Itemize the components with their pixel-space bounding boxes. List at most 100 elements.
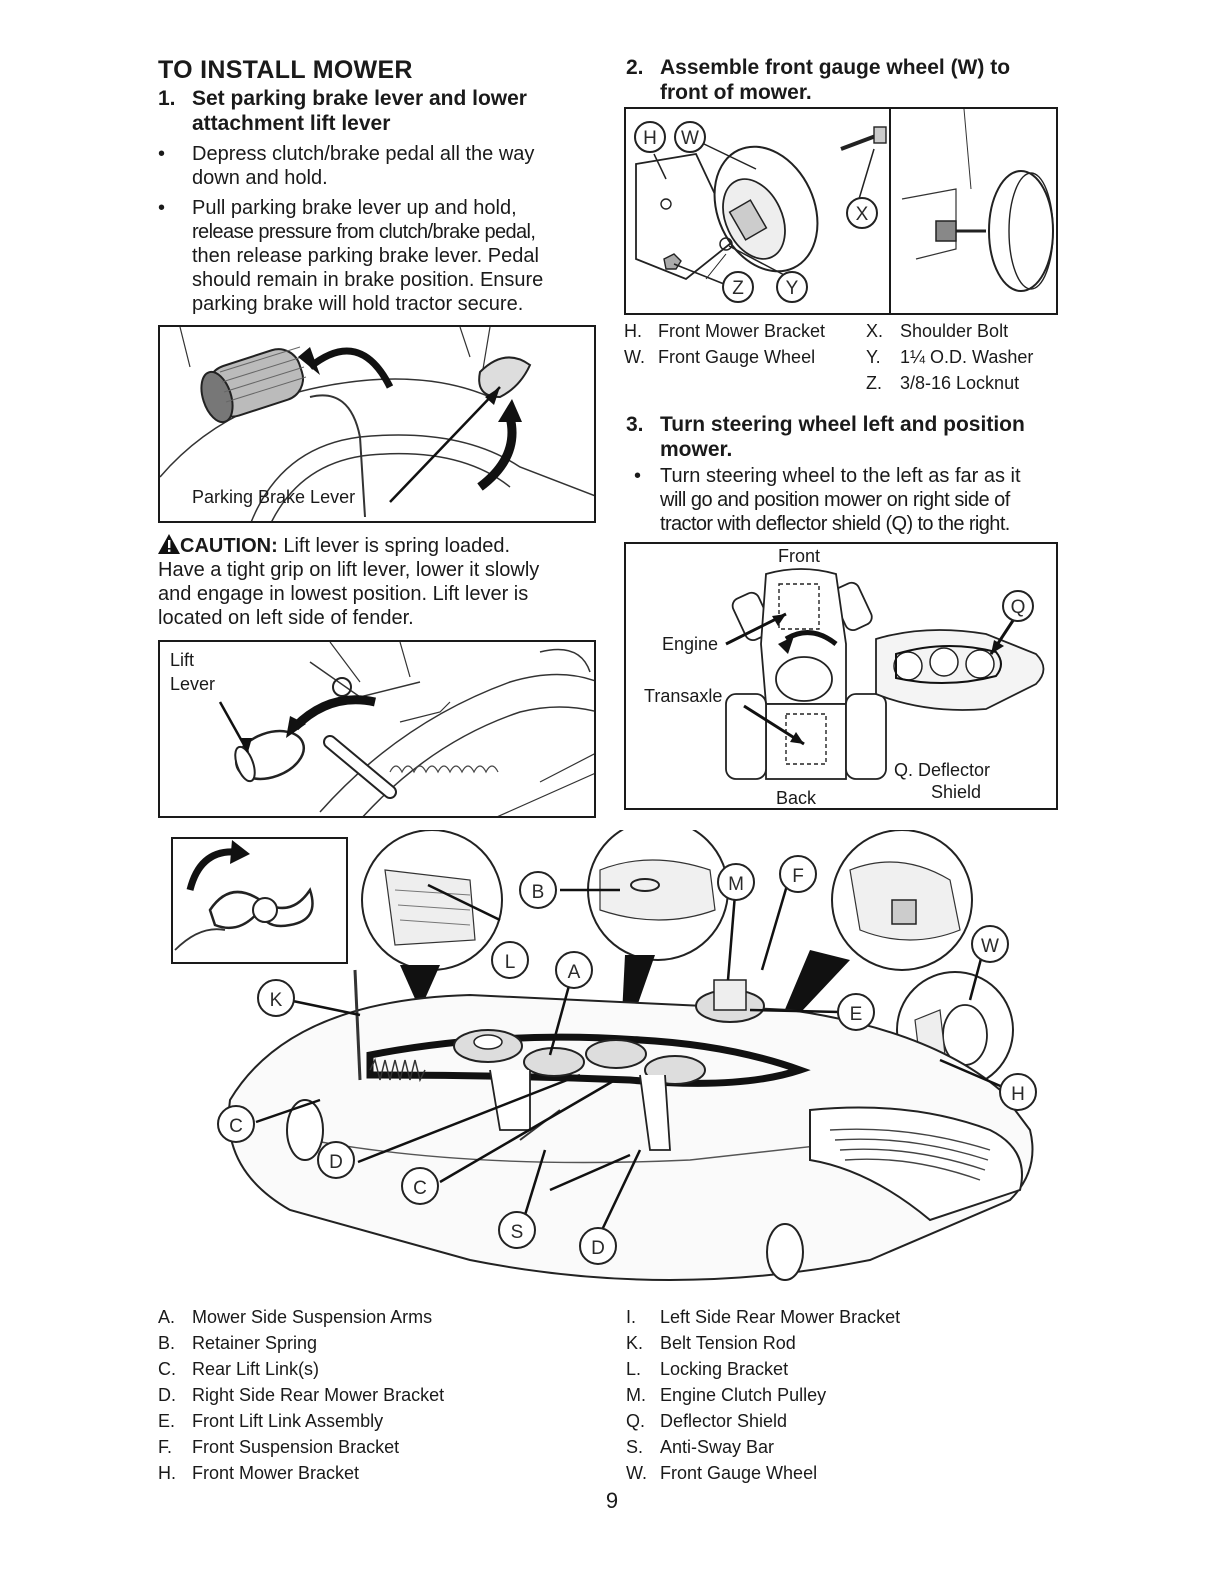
- legend-key: Z.: [866, 373, 882, 393]
- legend-value: Front Gauge Wheel: [658, 347, 816, 367]
- callout-k: K: [257, 979, 295, 1017]
- deflector-label: Q. Deflector: [894, 760, 991, 780]
- legend-row: W. Front Gauge Wheel: [626, 1460, 1066, 1486]
- legend-value: Front Suspension Bracket: [192, 1437, 400, 1457]
- retainer-spring-icon: [174, 840, 314, 951]
- legend-value: Front Gauge Wheel: [660, 1463, 818, 1483]
- svg-text:W: W: [681, 128, 699, 149]
- bullet-dot: •: [158, 197, 166, 219]
- legend-key: Y.: [866, 347, 881, 367]
- callout-b: B: [519, 871, 557, 909]
- legend-key: H.: [624, 321, 642, 341]
- parking-brake-figure: Parking Brake Lever: [158, 325, 596, 523]
- legend-value: 1¼ O.D. Washer: [900, 347, 1034, 367]
- parts-legend-left: A.Mower Side Suspension Arms B.Retainer …: [158, 1304, 598, 1486]
- legend-row: K.Belt Tension Rod: [626, 1330, 1066, 1356]
- legend-key: I.: [626, 1307, 637, 1327]
- callout-m: M: [717, 863, 755, 901]
- svg-text:F: F: [792, 866, 804, 887]
- step-2-line-1: Assemble front gauge wheel (W) to: [660, 56, 1011, 79]
- legend-key: L.: [626, 1359, 642, 1379]
- legend-row: H. Front Mower Bracket X. Shoulder Bolt: [624, 318, 1064, 344]
- lift-lever-knob-icon: [234, 729, 305, 783]
- callout-w: W: [971, 925, 1009, 963]
- caution-line: Have a tight grip on lift lever, lower i…: [158, 559, 540, 581]
- page-number: 9: [605, 1488, 619, 1513]
- legend-row: L.Locking Bracket: [626, 1356, 1066, 1382]
- step-number: 2.: [626, 56, 644, 79]
- callout-f: F: [779, 855, 817, 893]
- callout-z: Z: [722, 271, 754, 303]
- callout-q: Q: [1002, 590, 1034, 622]
- callout-x: X: [846, 197, 878, 229]
- svg-text:Y: Y: [786, 278, 799, 299]
- engine-label: Engine: [662, 634, 719, 654]
- callout-d: D: [317, 1141, 355, 1179]
- warning-icon: [158, 534, 180, 554]
- legend-row: B. Retainer Spring: [158, 1330, 598, 1356]
- bullet-pull-brake: • Pull parking brake lever up and hold, …: [158, 196, 598, 316]
- bullet-turn-wheel: • Turn steering wheel to the left as far…: [634, 464, 1064, 536]
- legend-row: M.Engine Clutch Pulley: [626, 1382, 1066, 1408]
- svg-text:A: A: [568, 962, 581, 983]
- legend-row: W. Front Gauge Wheel Y. 1¼ O.D. Washer: [624, 344, 1064, 370]
- svg-text:C: C: [229, 1116, 243, 1137]
- caution-line: and engage in lowest position. Lift leve…: [158, 583, 529, 605]
- legend-row: C.Rear Lift Link(s): [158, 1356, 598, 1382]
- lift-label: Lift: [170, 650, 195, 670]
- svg-text:Z: Z: [732, 278, 744, 299]
- parts-legend-right: I.Left Side Rear Mower Bracket K.Belt Te…: [626, 1304, 1066, 1486]
- svg-text:W: W: [981, 936, 999, 957]
- legend-key: B.: [158, 1333, 176, 1353]
- bullet-dot: •: [158, 143, 166, 165]
- section-title: TO INSTALL MOWER: [158, 56, 413, 84]
- lift-lever-illustration: [218, 642, 594, 816]
- legend-key: W.: [626, 1463, 647, 1483]
- svg-text:S: S: [511, 1222, 524, 1243]
- callout-c: C: [217, 1105, 255, 1143]
- step-2-line-2: front of mower.: [660, 81, 812, 104]
- legend-key: C.: [158, 1359, 176, 1379]
- step-1-line-2: attachment lift lever: [192, 112, 391, 135]
- callout-s: S: [498, 1211, 536, 1249]
- svg-text:B: B: [532, 882, 545, 903]
- legend-value: Belt Tension Rod: [660, 1333, 796, 1353]
- step-1-line-1: Set parking brake lever and lower: [192, 87, 527, 110]
- legend-key: D.: [158, 1385, 176, 1405]
- lever-label: Lever: [170, 674, 216, 694]
- legend-row: Q.Deflector Shield: [626, 1408, 1066, 1434]
- slot-teeth: [389, 765, 499, 774]
- transaxle-label: Transaxle: [644, 686, 723, 706]
- callout-y: Y: [776, 271, 808, 303]
- legend-value: Front Mower Bracket: [192, 1463, 360, 1483]
- legend-key: X.: [866, 321, 884, 341]
- bullet-depress-pedal: • Depress clutch/brake pedal all the way…: [158, 142, 598, 190]
- mower-deck-illustration: B M F L A W K E H C D C S D: [171, 819, 1037, 1281]
- step-3-line-2: mower.: [660, 438, 733, 461]
- bullet-line: should remain in brake position. Ensure: [192, 269, 544, 291]
- callout-d-2: D: [579, 1227, 617, 1265]
- step-number: 3.: [626, 413, 644, 436]
- legend-value: Deflector Shield: [660, 1411, 788, 1431]
- legend-key: F.: [158, 1437, 173, 1457]
- legend-value: Mower Side Suspension Arms: [192, 1307, 433, 1327]
- legend-key: E.: [158, 1411, 176, 1431]
- legend-value: Retainer Spring: [192, 1333, 318, 1353]
- legend-value: Front Lift Link Assembly: [192, 1411, 384, 1431]
- callout-w: W: [674, 121, 706, 153]
- callout-a: A: [555, 951, 593, 989]
- legend-key: W.: [624, 347, 645, 367]
- step-number: 1.: [158, 87, 176, 110]
- legend-value: Engine Clutch Pulley: [660, 1385, 827, 1405]
- svg-text:H: H: [643, 128, 657, 149]
- gauge-wheel-illustration: [635, 109, 1054, 313]
- step-2: 2. Assemble front gauge wheel (W) to fro…: [626, 55, 1066, 107]
- svg-text:D: D: [329, 1152, 343, 1173]
- caution-label: CAUTION:: [180, 535, 278, 557]
- svg-text:D: D: [591, 1238, 605, 1259]
- bullet-line: will go and position mower on right side…: [660, 489, 1010, 511]
- svg-text:H: H: [1011, 1084, 1025, 1105]
- svg-text:L: L: [505, 952, 516, 973]
- legend-row: D.Right Side Rear Mower Bracket: [158, 1382, 598, 1408]
- callout-e: E: [837, 993, 875, 1031]
